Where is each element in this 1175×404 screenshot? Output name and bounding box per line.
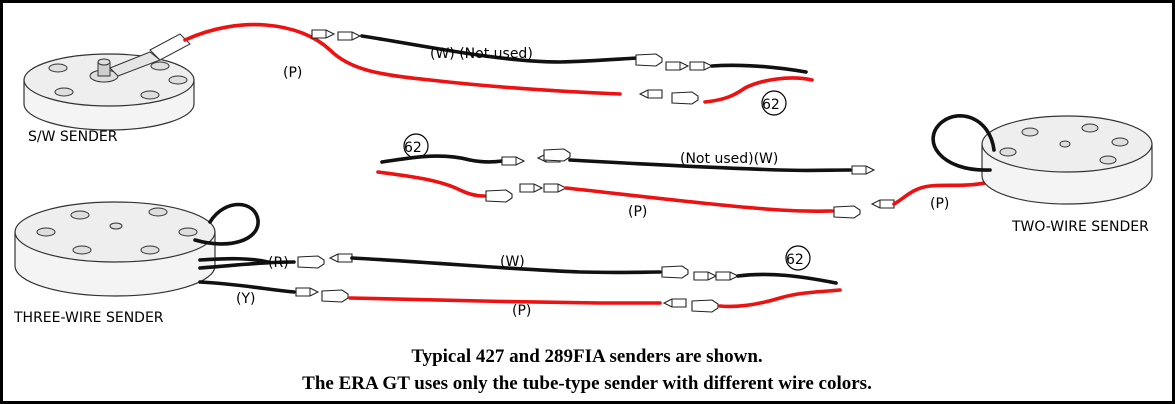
bot-white-label: (W) [500, 254, 525, 270]
bot-red-wire-end [718, 288, 842, 309]
top-white-label: (W) (Not used) [430, 46, 533, 62]
mid-right-pink-label: (P) [930, 196, 949, 212]
three-wire-sender-label: THREE-WIRE SENDER [13, 310, 164, 326]
mid-pink-label: (P) [628, 204, 647, 220]
top-red-wire-sender [183, 22, 622, 96]
mid-black-wire-left [380, 154, 504, 164]
bottom-terminal-number: 62 [786, 252, 804, 268]
bot-black-wire-end [736, 272, 838, 285]
mid-white-label: (Not used)(W) [680, 151, 778, 167]
three-wire-sender [14, 201, 260, 297]
two-wire-sender-label: TWO-WIRE SENDER [1011, 219, 1149, 235]
caption-line-2: The ERA GT uses only the tube-type sende… [302, 373, 872, 394]
bot-yellow-wire [198, 280, 296, 294]
bot-red-wire-short [198, 256, 270, 264]
bot-red-wire [348, 296, 662, 305]
top-red-wire-end [703, 76, 814, 104]
top-terminal-number: 62 [762, 97, 780, 113]
top-black-wire-end [710, 63, 808, 74]
sw-sender-label: S/W SENDER [28, 129, 118, 145]
two-wire-sender [931, 114, 1153, 205]
mid-black-wire [568, 158, 852, 173]
bot-yellow-label: (Y) [236, 291, 255, 307]
bot-pink-label: (P) [512, 303, 531, 319]
bot-red-label: (R) [268, 255, 289, 271]
caption-line-1: Typical 427 and 289FIA senders are shown… [411, 346, 762, 367]
bot-black-wire [350, 256, 662, 275]
mid-red-wire-right [892, 178, 1000, 206]
top-black-wire [360, 34, 642, 64]
middle-terminal-number: 62 [404, 140, 422, 156]
bot-red-wire-short-2 [198, 260, 296, 270]
sw-sender [23, 33, 195, 131]
mid-red-wire [564, 186, 834, 214]
top-pink-label: (P) [283, 65, 302, 81]
mid-red-wire-left [376, 170, 486, 198]
